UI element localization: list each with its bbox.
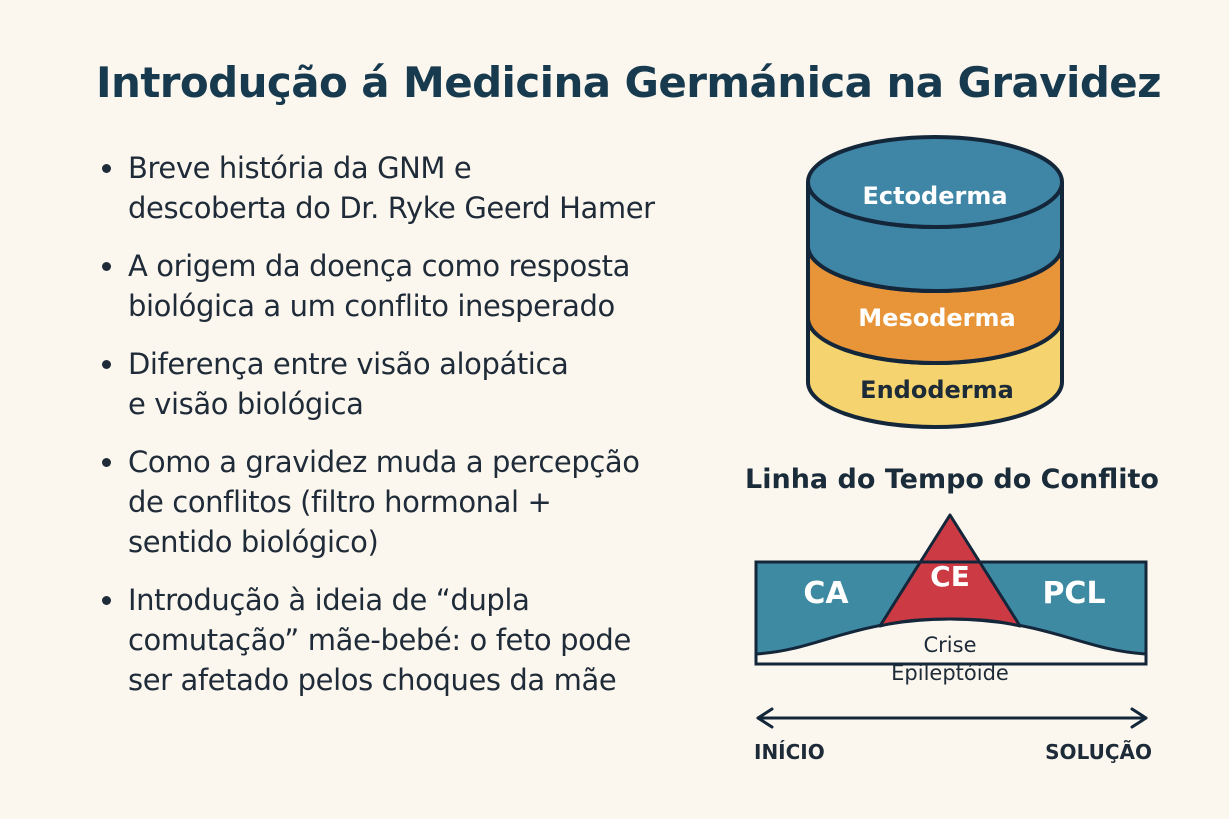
layer-label-middle: Mesoderma — [858, 304, 1015, 332]
germ-layer-cylinder — [806, 135, 1064, 429]
bullet-line: ser afetado pelos choques da mãe — [128, 663, 617, 697]
bullet-item: Como a gravidez muda a percepção de conf… — [100, 442, 740, 562]
bullet-line: biológica a um conflito inesperado — [128, 289, 615, 323]
bullet-line: Breve história da GNM e — [128, 151, 472, 185]
timeline-label-ca: CA — [803, 576, 849, 611]
crisis-label-line2: Epileptóide — [891, 661, 1009, 685]
page-title: Introdução á Medicina Germánica na Gravi… — [96, 58, 1162, 107]
bullet-line: Introdução à ideia de “dupla — [128, 583, 530, 617]
bullet-line: de conflitos (filtro hormonal + — [128, 485, 552, 519]
bullet-line: sentido biológico) — [128, 525, 379, 559]
bullet-line: A origem da doença como resposta — [128, 249, 630, 283]
layer-label-top: Ectoderma — [862, 182, 1007, 210]
bullet-item: Diferença entre visão alopática e visão … — [100, 344, 740, 424]
timeline-peak — [878, 513, 1022, 628]
timeline-label-pcl: PCL — [1042, 576, 1105, 611]
timeline-label-ce: CE — [930, 560, 970, 593]
bullet-line: Como a gravidez muda a percepção — [128, 445, 640, 479]
bullet-list: Breve história da GNM e descoberta do Dr… — [100, 148, 740, 718]
timeline-wave — [756, 619, 1146, 664]
timeline-band-frame — [754, 560, 1148, 666]
bullet-line: Diferença entre visão alopática — [128, 347, 569, 381]
layer-top-cap — [806, 135, 1064, 229]
double-arrow-icon — [756, 707, 1148, 729]
bullet-line: comutação” mãe-bebé: o feto pode — [128, 623, 631, 657]
timeline-title: Linha do Tempo do Conflito — [745, 464, 1159, 495]
layer-label-bottom: Endoderma — [860, 376, 1014, 404]
crisis-label-line1: Crise — [924, 633, 977, 657]
bullet-item: Breve história da GNM e descoberta do Dr… — [100, 148, 740, 228]
timeline-end-label: SOLUÇÃO — [1045, 740, 1152, 764]
bullet-line: descoberta do Dr. Ryke Geerd Hamer — [128, 191, 655, 225]
timeline-start-label: INÍCIO — [754, 740, 825, 764]
bullet-item: A origem da doença como resposta biológi… — [100, 246, 740, 326]
bullet-item: Introdução à ideia de “dupla comutação” … — [100, 580, 740, 700]
bullet-line: e visão biológica — [128, 387, 364, 421]
